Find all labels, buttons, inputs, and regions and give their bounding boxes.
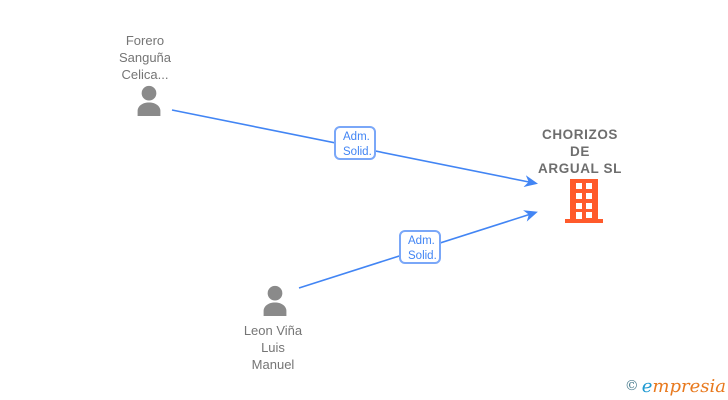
person-name-line: Sanguña [118,50,172,65]
building-icon[interactable] [564,179,604,223]
person-node-leon-name[interactable]: Leon Viña Luis Manuel [203,322,343,373]
brand-letter-e: e [641,376,653,397]
edge-label-adm-solid-1: Adm. Solid. [334,126,376,160]
person-name-line: Celica... [121,67,169,82]
person-name-line: Manuel [251,357,295,372]
person-name-line: Forero [125,33,165,48]
edge-label-line: Solid. [343,146,372,158]
person-icon[interactable] [131,83,167,119]
person-name-line: Luis [261,340,285,355]
edge-label-line: Adm. [408,235,435,247]
edge-label-line: Solid. [408,250,437,262]
edge-label-line: Adm. [343,131,370,143]
edge-label-adm-solid-2: Adm. Solid. [399,230,441,264]
company-name-line: DE [570,144,590,159]
person-node-forero-name[interactable]: Forero Sanguña Celica... [75,32,215,83]
copyright-icon: © [624,378,639,394]
person-name-line: Leon Viña [243,323,303,338]
company-node-name[interactable]: CHORIZOS DE ARGUAL SL [510,126,650,177]
brand-text: mpresia [652,376,726,397]
person-icon[interactable] [257,283,293,319]
company-name-line: CHORIZOS [541,127,619,142]
company-name-line: ARGUAL SL [538,161,622,176]
empresia-watermark: ©empresia [625,376,726,397]
